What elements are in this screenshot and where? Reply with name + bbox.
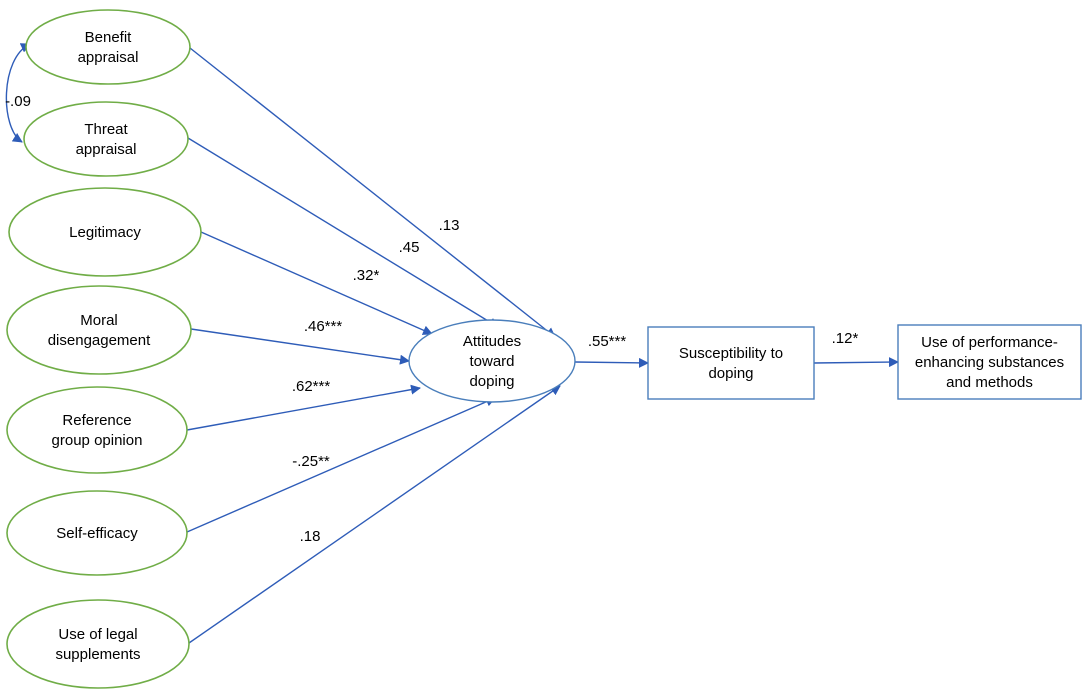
coef-moral-to-attitudes: .46*** — [304, 318, 343, 335]
legitimacy-ellipse — [8, 187, 202, 277]
use-label-line: enhancing substances — [915, 354, 1064, 371]
coefficient-labels: .13 .45 .32* .46*** .62*** -.25** .18 .55*** .12… — [5, 93, 858, 545]
coef-selfeff-to-attitudes: -.25** — [292, 453, 330, 470]
arrow-selfeff-to-attitudes — [186, 397, 496, 533]
coef-threat-to-attitudes: .45 — [399, 239, 420, 256]
coef-reference-to-attitudes: .62*** — [292, 378, 331, 395]
use-box — [897, 324, 1082, 400]
attitudes-label-line: doping — [469, 373, 514, 390]
threat-label-line: appraisal — [76, 141, 137, 158]
benefit-label-line: appraisal — [78, 49, 139, 66]
suscept-box — [647, 326, 815, 400]
node-legitimacy: Legitimacy — [8, 187, 202, 277]
arrow-legitimacy-to-attitudes — [200, 231, 433, 335]
suscept-label-line: doping — [708, 365, 753, 382]
node-use: Use of performance-enhancing substances a… — [897, 324, 1082, 400]
arrow-benefit-to-attitudes — [189, 47, 556, 338]
reference-ellipse — [6, 386, 188, 474]
use-label-line: Use of performance- — [921, 334, 1058, 351]
threat-label-line: Threat — [84, 121, 128, 138]
benefit-label-line: Benefit — [85, 29, 133, 46]
attitudes-label-line: Attitudes — [463, 333, 521, 350]
threat-ellipse — [23, 101, 189, 177]
path-arrows — [5, 43, 899, 644]
arrow-threat-to-attitudes — [187, 137, 499, 328]
attitudes-label-line: toward — [469, 353, 514, 370]
selfeff-ellipse — [6, 490, 188, 576]
legitimacy-label-line: Legitimacy — [69, 224, 141, 241]
node-reference: Reference group opinion — [6, 386, 188, 474]
node-selfeff: Self-efficacy — [6, 490, 188, 576]
moral-label-line: Moral — [80, 312, 118, 329]
legal-label-line: supplements — [55, 646, 140, 663]
coef-benefit-to-attitudes: .13 — [439, 217, 460, 234]
reference-label-line: group opinion — [52, 432, 143, 449]
correlation-arrow-benefit-threat — [5, 43, 31, 143]
coef-suscept-to-use: .12* — [832, 330, 859, 347]
arrow-legal-to-attitudes — [188, 385, 561, 644]
coef-legal-to-attitudes: .18 — [300, 528, 321, 545]
attitudes-ellipse — [408, 319, 576, 403]
arrow-suscept-to-use — [813, 357, 899, 368]
reference-label-line: Reference — [62, 412, 131, 429]
node-suscept: Susceptibility to doping — [647, 326, 815, 400]
node-moral: Moral disengagement — [6, 285, 192, 375]
arrow-attitudes-to-suscept — [574, 357, 649, 368]
coef-attitudes-to-suscept: .55*** — [588, 333, 627, 350]
legal-label-line: Use of legal — [58, 626, 137, 643]
arrow-moral-to-attitudes — [190, 328, 410, 365]
legal-ellipse — [6, 599, 190, 689]
use-label-line: and methods — [946, 374, 1033, 391]
coef-correlation-benefit-threat: -.09 — [5, 93, 31, 110]
moral-ellipse — [6, 285, 192, 375]
node-benefit: Benefit appraisal — [25, 9, 191, 85]
construct-nodes: BenefitappraisalThreatappraisalLegitimac… — [6, 9, 1082, 689]
moral-label-line: disengagement — [48, 332, 151, 349]
node-attitudes: Attitudes toward doping — [408, 319, 576, 403]
benefit-ellipse — [25, 9, 191, 85]
suscept-label-line: Susceptibility to — [679, 345, 783, 362]
node-legal: Use of legal supplements — [6, 599, 190, 689]
coef-legitimacy-to-attitudes: .32* — [353, 267, 380, 284]
arrow-reference-to-attitudes — [186, 384, 421, 431]
selfeff-label-line: Self-efficacy — [56, 525, 138, 542]
node-threat: Threat appraisal — [23, 101, 189, 177]
